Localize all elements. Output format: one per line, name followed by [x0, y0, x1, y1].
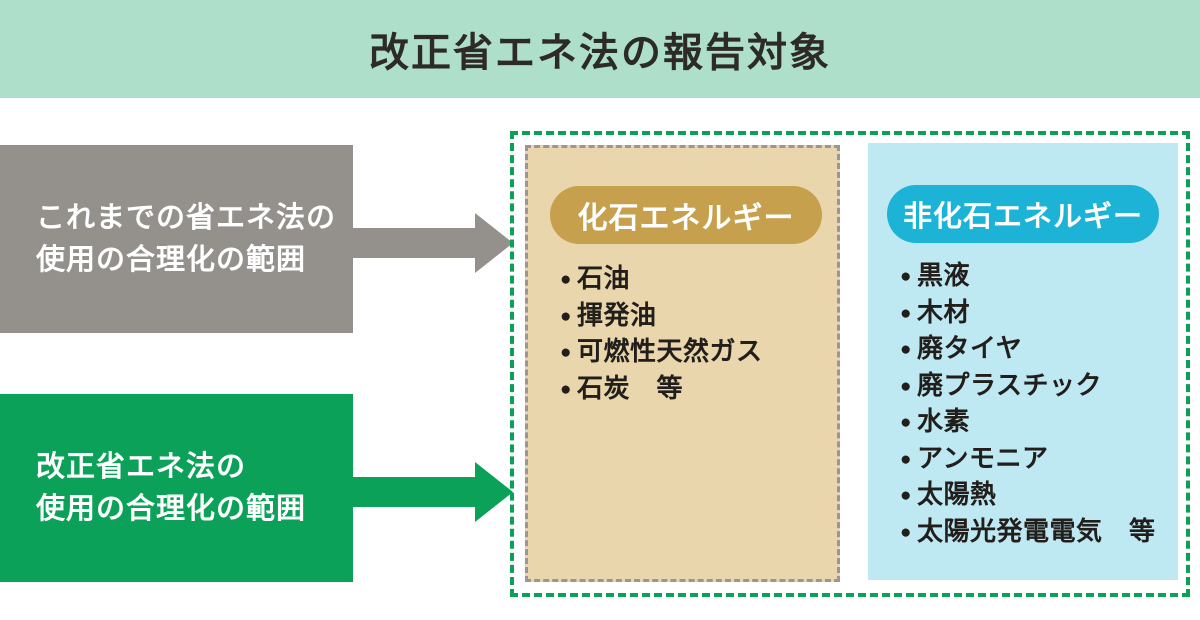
title-banner: 改正省エネ法の報告対象 — [0, 0, 1200, 98]
fossil-energy-card: 化石エネルギー 石油 揮発油 可燃性天然ガス 石炭 等 — [525, 145, 840, 582]
previous-law-scope-line1: これまでの省エネ法の — [36, 202, 337, 234]
list-item: 太陽光発電電気 等 — [900, 513, 1172, 550]
nonfossil-energy-list: 黒液 木材 廃タイヤ 廃プラスチック 水素 アンモニア 太陽熱 太陽光発電電気 … — [900, 257, 1172, 549]
page-title: 改正省エネ法の報告対象 — [369, 31, 831, 75]
list-item: 石油 — [560, 260, 831, 297]
gray-arrow-icon — [353, 213, 513, 273]
nonfossil-energy-card: 非化石エネルギー 黒液 木材 廃タイヤ 廃プラスチック 水素 アンモニア 太陽熱… — [868, 143, 1178, 580]
list-item: 可燃性天然ガス — [560, 333, 831, 370]
fossil-energy-list: 石油 揮発油 可燃性天然ガス 石炭 等 — [560, 260, 831, 406]
green-arrow-icon — [353, 462, 513, 522]
list-item: 揮発油 — [560, 297, 831, 334]
list-item: 廃タイヤ — [900, 330, 1172, 367]
list-item: 廃プラスチック — [900, 367, 1172, 404]
fossil-energy-header-pill: 化石エネルギー — [550, 186, 822, 244]
list-item: 黒液 — [900, 257, 1172, 294]
revised-law-scope-box: 改正省エネ法の 使用の合理化の範囲 — [0, 394, 353, 582]
previous-law-scope-line2: 使用の合理化の範囲 — [36, 244, 307, 276]
list-item: 太陽熱 — [900, 476, 1172, 513]
previous-law-scope-box: これまでの省エネ法の 使用の合理化の範囲 — [0, 145, 353, 333]
nonfossil-energy-header-pill: 非化石エネルギー — [887, 185, 1159, 243]
revised-law-scope-line1: 改正省エネ法の — [36, 451, 247, 483]
revised-law-scope-line2: 使用の合理化の範囲 — [36, 493, 307, 525]
list-item: 水素 — [900, 403, 1172, 440]
list-item: 石炭 等 — [560, 370, 831, 407]
list-item: 木材 — [900, 294, 1172, 331]
report-scope-dashed-panel — [510, 131, 1190, 597]
list-item: アンモニア — [900, 440, 1172, 477]
